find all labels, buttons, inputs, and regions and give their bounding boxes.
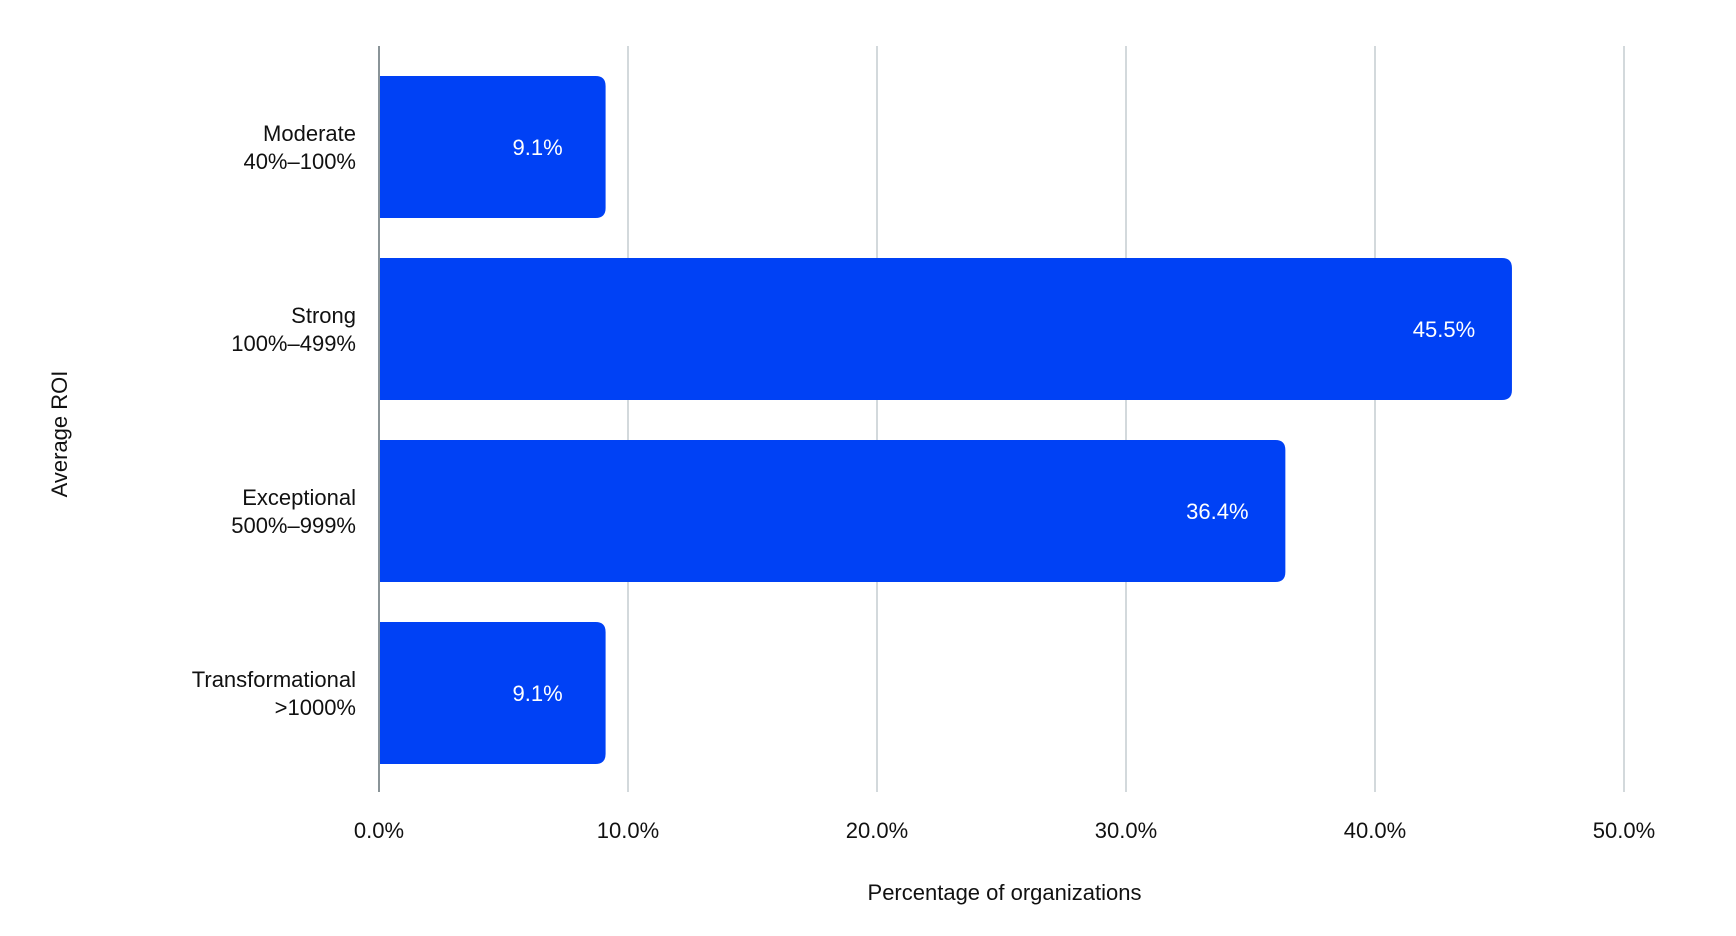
x-tick-label: 20.0% — [846, 818, 908, 843]
y-axis-title: Average ROI — [47, 371, 72, 498]
x-tick-label: 50.0% — [1593, 818, 1655, 843]
category-label: Transformational — [192, 667, 356, 692]
x-tick-label: 0.0% — [354, 818, 404, 843]
category-label: >1000% — [275, 695, 356, 720]
data-label: 45.5% — [1413, 317, 1475, 342]
gridlines — [627, 46, 1625, 792]
category-label: Exceptional — [242, 485, 356, 510]
bar — [379, 440, 1286, 582]
bars — [379, 76, 1512, 764]
x-axis-title: Percentage of organizations — [868, 880, 1142, 905]
data-label: 9.1% — [513, 681, 563, 706]
x-tick-label: 10.0% — [597, 818, 659, 843]
category-label: Moderate — [263, 121, 356, 146]
category-label: 100%–499% — [231, 331, 356, 356]
data-label: 36.4% — [1186, 499, 1248, 524]
category-label: Strong — [291, 303, 356, 328]
bar — [379, 258, 1512, 400]
x-tick-label: 40.0% — [1344, 818, 1406, 843]
bar — [379, 622, 606, 764]
category-label: 500%–999% — [231, 513, 356, 538]
bar — [379, 76, 606, 218]
labels: 0.0% 10.0% 20.0% 30.0% 40.0% 50.0% 9.1% Moderat… — [192, 121, 1655, 843]
data-label: 9.1% — [513, 135, 563, 160]
category-label: 40%–100% — [243, 149, 356, 174]
x-tick-label: 30.0% — [1095, 818, 1157, 843]
